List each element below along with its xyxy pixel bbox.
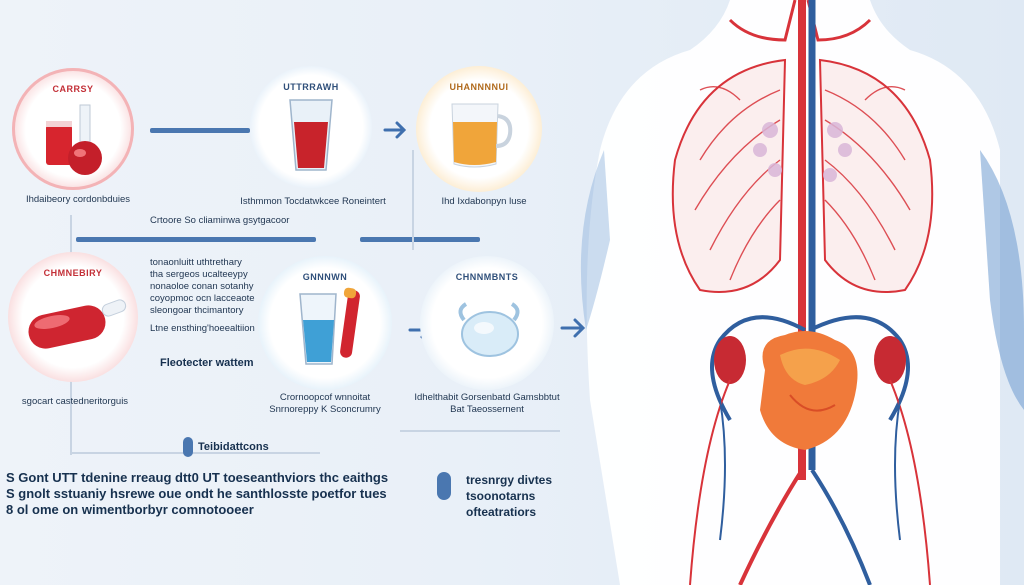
side-heading: Fleotecter wattem [160, 357, 254, 369]
connector-bar-3 [360, 237, 480, 242]
side-text-line: sleongoar thcimantory [150, 305, 244, 316]
bladder-icon [458, 302, 520, 357]
footer-line: S Gont UTT tdenine rreaug dtt0 UT toesea… [6, 470, 389, 485]
step-caption: Ihdaibeory cordonbduies [25, 194, 131, 205]
step-title: CHMNEBIRY [43, 268, 103, 278]
step-caption: Isthmmon Tocdatwkcee Roneintert [240, 196, 386, 207]
arrow-right-icon [383, 121, 407, 139]
step-caption: Crornoopcof wnnoitat Snrnoreppy K Sconcr… [269, 392, 381, 415]
arrow-right-icon [560, 318, 586, 338]
body-silhouette [586, 0, 1000, 585]
connector-bar-2 [76, 237, 316, 242]
right-kidney [874, 336, 906, 384]
step-caption: sgocart castedneritorguis [21, 396, 129, 407]
step-title: UTTRRAWH [283, 82, 339, 92]
step-circle-2: UTTRRAWH [250, 66, 372, 188]
step-subcaption: Crtoore So cliaminwa gsytgacoor [150, 215, 290, 226]
side-text-line: Ltne ensthing'hoeealtiion [150, 323, 255, 334]
capsule-icon [28, 299, 127, 349]
bullet-dot [437, 472, 451, 500]
side-text-line: nonaoloe conan sotanhy [150, 281, 254, 292]
connector-line-vert-2 [412, 150, 414, 250]
right-note: tresnrgy divtes [466, 473, 553, 487]
step-caption: Idhelthabit Gorsenbatd Gamsbbtut Bat Tae… [414, 392, 560, 415]
connector-line-horz-1 [70, 452, 320, 454]
side-text-line: tonaonluitt uthtrethary [150, 257, 242, 268]
connector-bar-1 [150, 128, 250, 133]
right-lung [818, 58, 934, 293]
beaker-icon [299, 287, 360, 365]
glass-icon [289, 99, 333, 171]
connector-line-horz-2 [400, 430, 560, 432]
step-circle-3: UHANNNNUI [416, 66, 542, 192]
step-circle-5: GNNNWN [258, 256, 392, 390]
right-note: tsoonotarns [466, 489, 536, 503]
footer-line: 8 ol ome on wimentborbyr comnotooeer [6, 502, 254, 517]
anatomy-illustration [580, 0, 1024, 585]
side-text-line: coyopmoc ocn lacceaote [150, 293, 255, 304]
left-lung [671, 58, 787, 293]
step-circle-1: CARRSY [12, 68, 134, 190]
pitcher-icon [451, 103, 513, 168]
right-note: ofteatratiors [466, 505, 537, 519]
bullet-dot [183, 437, 193, 457]
side-text-block: tonaonluitt uthtrethary tha sergeos ucal… [150, 257, 255, 335]
mid-label: Teibidattcons [198, 441, 269, 453]
side-text-line: tha sergeos ucalteeypy [150, 269, 248, 280]
step-title: UHANNNNUI [449, 82, 509, 92]
footer-text-block: S Gont UTT tdenine rreaug dtt0 UT toesea… [6, 470, 388, 518]
left-kidney [714, 336, 746, 384]
step-circle-4: CHMNEBIRY [8, 252, 138, 382]
step-title: GNNNWN [302, 272, 348, 282]
step-title: CHNNMBNTS [455, 272, 519, 282]
step-title: CARRSY [52, 84, 94, 94]
step-circle-6: CHNNMBNTS [420, 256, 554, 390]
flask-icon [46, 104, 102, 175]
right-notes-block: tresnrgy divtes tsoonotarns ofteatratior… [466, 472, 552, 520]
footer-line: S gnolt sstuaniy hsrewe oue ondt he sant… [6, 486, 387, 501]
step-caption: Ihd Ixdabonpyn luse [441, 196, 527, 207]
